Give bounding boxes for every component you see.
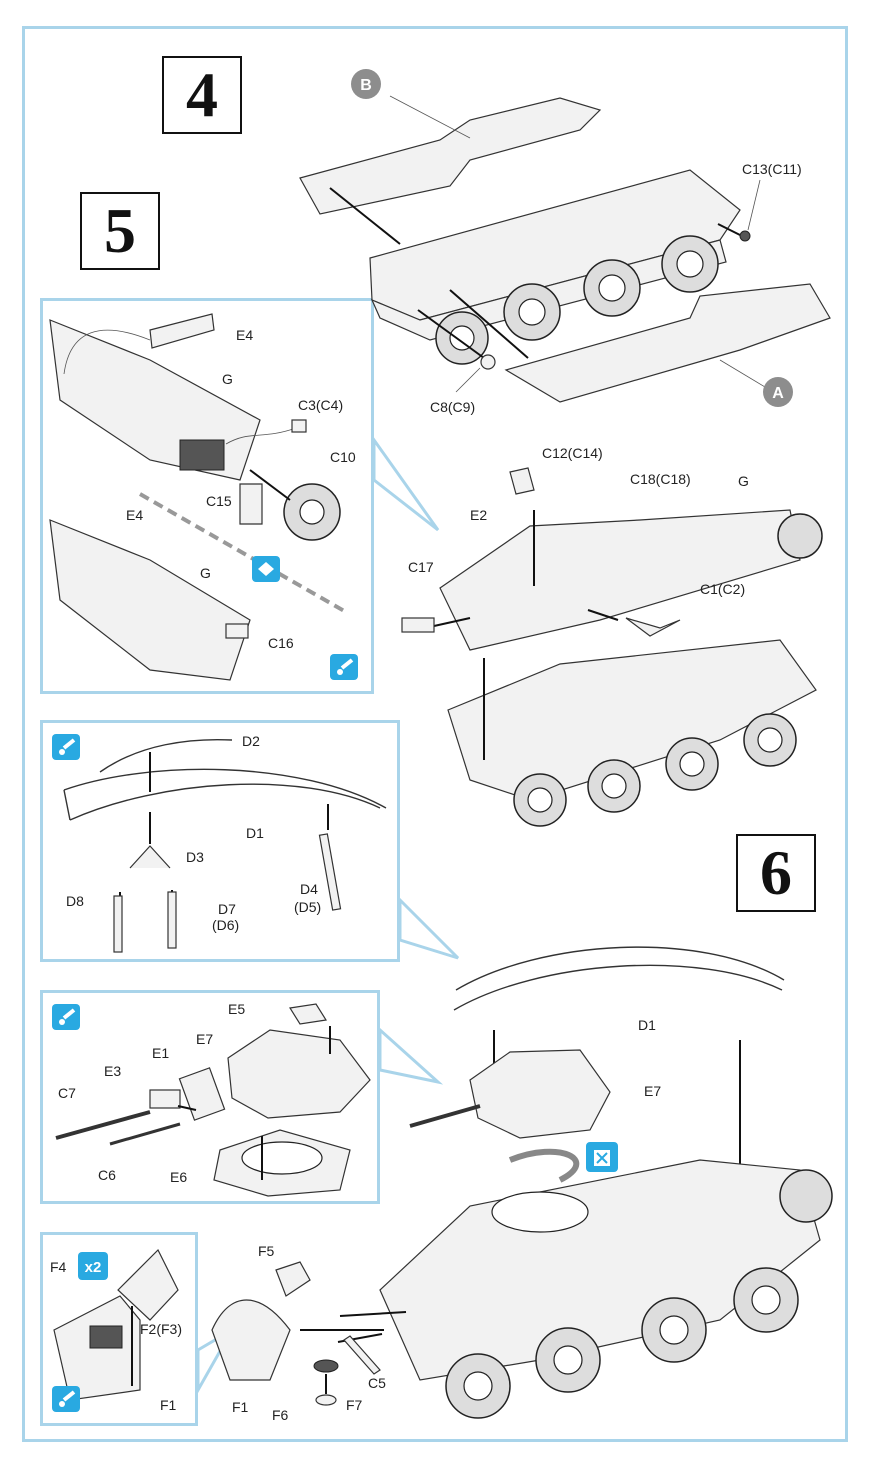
- inset-antenna-frame: [40, 720, 400, 962]
- label-c5: C5: [368, 1375, 386, 1391]
- label-e4-bottom: E4: [126, 507, 143, 523]
- fender-b: [299, 97, 602, 215]
- step-5-box: 5: [80, 192, 160, 270]
- wheel-mount-detail: [49, 313, 347, 681]
- step6-main-assembly: [211, 946, 833, 1419]
- multiplier-text: x2: [85, 1259, 102, 1276]
- label-c8: C8(C9): [430, 399, 475, 415]
- label-f7: F7: [346, 1397, 363, 1413]
- label-d8: D8: [66, 893, 84, 909]
- label-c13: C13(C11): [742, 161, 802, 177]
- label-e7-main: E7: [644, 1083, 661, 1099]
- step-6-box: 6: [736, 834, 816, 912]
- label-d4: D4: [300, 881, 318, 897]
- antenna-frame-detail: [63, 738, 387, 953]
- label-d1-inset: D1: [246, 825, 264, 841]
- label-d7: D7: [218, 901, 236, 917]
- inset-pointer: [398, 896, 460, 960]
- label-d5: (D5): [294, 899, 321, 915]
- fender-a: [504, 283, 831, 403]
- label-c16: C16: [268, 635, 294, 651]
- inset-pointer: [378, 1026, 444, 1085]
- label-d3: D3: [186, 849, 204, 865]
- label-f5: F5: [258, 1243, 275, 1259]
- label-g-main: G: [738, 473, 749, 489]
- turret-detail: [55, 1003, 371, 1197]
- label-d6: (D6): [212, 917, 239, 933]
- step6-hull-upper: [401, 467, 823, 827]
- label-e7-inset: E7: [196, 1031, 213, 1047]
- label-f2: F2(F3): [140, 1321, 182, 1337]
- multiplier-badge: [78, 1252, 108, 1280]
- label-c1: C1(C2): [700, 581, 745, 597]
- label-c10: C10: [330, 449, 356, 465]
- callout-a-letter: A: [772, 385, 784, 402]
- callout-b-letter: B: [360, 77, 372, 94]
- fender-box-detail: [53, 1248, 179, 1401]
- label-c18: C18(C18): [630, 471, 691, 487]
- callout-a: [763, 377, 793, 407]
- step4-hull: [299, 95, 831, 403]
- label-g-bottom: G: [200, 565, 211, 581]
- label-e2: E2: [470, 507, 487, 523]
- label-e6: E6: [170, 1169, 187, 1185]
- label-c12: C12(C14): [542, 445, 603, 461]
- label-c17: C17: [408, 559, 434, 575]
- label-f1-inset: F1: [160, 1397, 177, 1413]
- label-d2: D2: [242, 733, 260, 749]
- label-e5: E5: [228, 1001, 245, 1017]
- fender-f1: [211, 1299, 291, 1381]
- page-frame: [22, 26, 848, 1442]
- label-c6: C6: [98, 1167, 116, 1183]
- label-f1-main: F1: [232, 1399, 249, 1415]
- label-e3: E3: [104, 1063, 121, 1079]
- label-c3: C3(C4): [298, 397, 343, 413]
- label-c15: C15: [206, 493, 232, 509]
- label-f4: F4: [50, 1259, 67, 1275]
- label-d1-main: D1: [638, 1017, 656, 1033]
- step-4-box: 4: [162, 56, 242, 134]
- label-e1: E1: [152, 1045, 169, 1061]
- label-e4-top: E4: [236, 327, 253, 343]
- label-g-top: G: [222, 371, 233, 387]
- label-f6: F6: [272, 1407, 289, 1423]
- callout-b: [351, 69, 381, 99]
- label-c7: C7: [58, 1085, 76, 1101]
- inset-pointer: [372, 435, 440, 532]
